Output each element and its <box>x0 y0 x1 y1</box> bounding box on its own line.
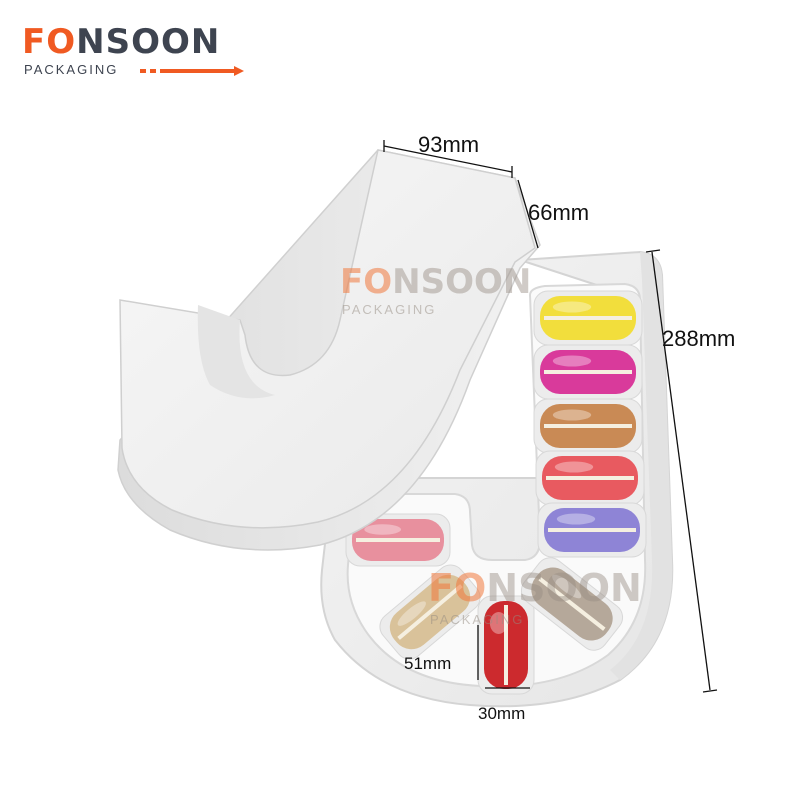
macaron <box>533 398 643 454</box>
width-dimension-line <box>383 145 513 173</box>
logo-letter-f: F <box>22 22 47 62</box>
logo-wordmark: FONSOON <box>22 22 220 62</box>
macaron <box>535 450 645 506</box>
watermark-bottom-letters-rest: NSOON <box>486 566 642 610</box>
dimension-lines <box>383 140 718 693</box>
watermark-letter-f: F <box>340 262 364 302</box>
macaron-group <box>345 290 647 695</box>
brand-logo: FONSOON PACKAGING <box>22 22 244 82</box>
logo-arrow-icon <box>140 66 244 76</box>
macaron <box>533 290 643 346</box>
watermark-bottom: FONSOON <box>428 566 642 610</box>
logo-letter-o: O <box>46 22 77 62</box>
watermark-letters-rest: NSOON <box>392 262 532 302</box>
macaron <box>345 513 451 567</box>
watermark-bottom-tagline: PACKAGING <box>430 612 525 627</box>
box-lid <box>117 149 541 551</box>
height-dimension-line <box>651 251 711 691</box>
logo-tagline: PACKAGING <box>24 62 119 77</box>
slot-height-label: 51mm <box>404 654 452 673</box>
depth-dimension-line <box>517 179 539 249</box>
watermark-top-tagline: PACKAGING <box>342 302 437 317</box>
macaron <box>477 595 535 695</box>
width-label: 93mm <box>418 132 480 157</box>
logo-letters-rest: NSOON <box>76 22 221 62</box>
macaron <box>520 557 624 651</box>
depth-label: 66mm <box>528 200 590 225</box>
watermark-top: FONSOON <box>340 262 531 302</box>
watermark-bottom-letter-o: O <box>453 566 487 610</box>
watermark-bottom-letter-f: F <box>428 566 454 610</box>
macaron <box>533 344 643 400</box>
watermark-letter-o: O <box>363 262 393 302</box>
height-label: 288mm <box>662 326 736 351</box>
macaron <box>379 564 481 660</box>
slot-width-label: 30mm <box>478 704 526 723</box>
macaron <box>537 502 647 558</box>
